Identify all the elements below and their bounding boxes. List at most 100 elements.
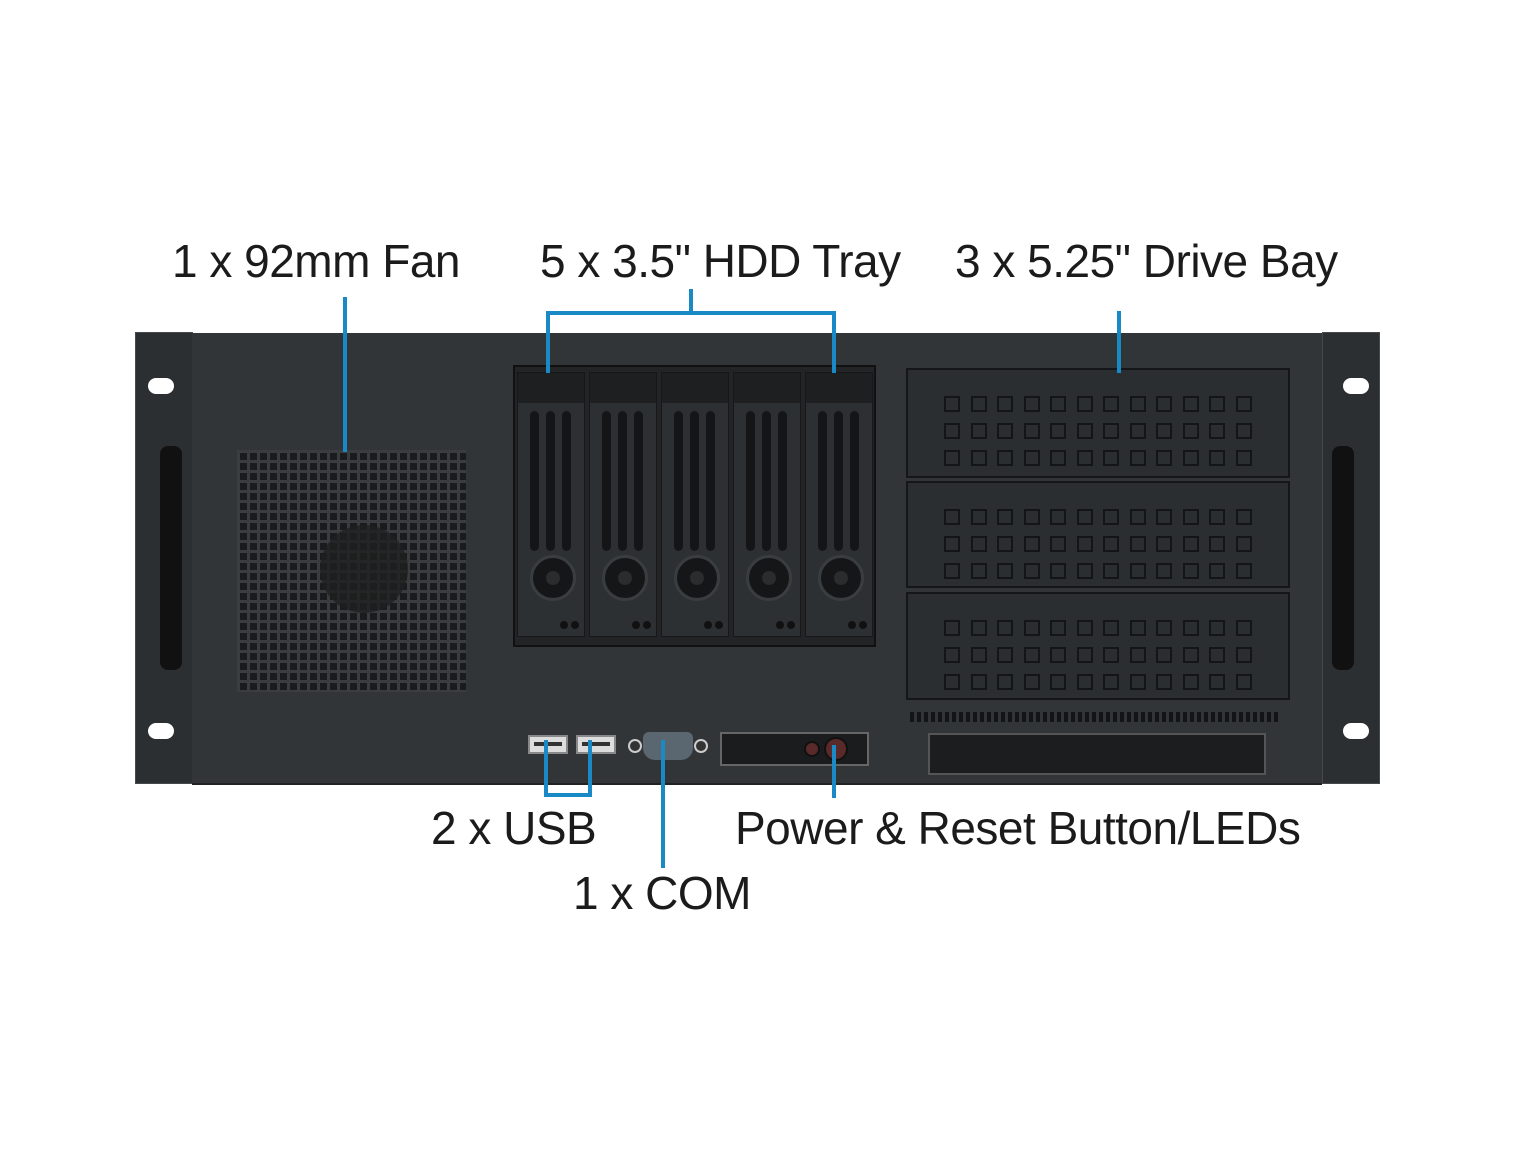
vent-hole [1182,423,1199,439]
tray-latch [590,373,656,403]
tray-knob[interactable] [746,555,792,601]
vent-hole [944,450,960,466]
vent-hole [970,674,987,690]
usb-port[interactable] [528,735,568,754]
vent-hole [1182,674,1199,690]
vent-hole [1023,450,1040,466]
vent-hole [944,396,960,412]
vent-hole [1103,450,1119,466]
left-rack-ear [135,332,193,784]
label-com: 1 x COM [573,867,751,919]
vent-hole [1129,536,1146,552]
tray-knob[interactable] [530,555,576,601]
tray-knob[interactable] [818,555,864,601]
vent-hole [1103,536,1119,552]
reset-button[interactable] [804,741,820,757]
vent-hole [1129,450,1146,466]
vent-hole [997,396,1013,412]
vent-hole [1050,674,1066,690]
label-hdd-tray: 5 x 3.5" HDD Tray [540,235,901,287]
hdd-tray[interactable] [805,372,873,637]
tray-vent [562,411,571,551]
vent-hole [1023,396,1040,412]
vent-hole [1103,647,1119,663]
label-usb: 2 x USB [431,802,597,854]
vent-hole [1209,620,1225,636]
vent-hole [1103,423,1119,439]
vent-hole [1209,509,1225,525]
vent-hole [1023,563,1040,579]
vent-hole [1156,396,1172,412]
vent-hole [1103,509,1119,525]
vent-hole [970,620,987,636]
vent-hole [1050,423,1066,439]
drive-bay-cover[interactable] [906,592,1290,700]
vent-hole [1076,423,1093,439]
vent-hole [1076,396,1093,412]
vent-hole [1209,396,1225,412]
vent [910,712,1278,722]
vent-hole [1023,509,1040,525]
vent-hole [1076,620,1093,636]
vent-hole [1209,536,1225,552]
vent-hole [1050,563,1066,579]
hdd-tray[interactable] [517,372,585,637]
vent-hole [1235,674,1252,690]
vent-hole [1156,450,1172,466]
com-port[interactable] [643,732,693,760]
vent-hole [1023,620,1040,636]
vent-hole [1209,450,1225,466]
tray-latch [734,373,800,403]
vent-hole [1050,536,1066,552]
power-button[interactable] [824,737,848,761]
vent-hole [997,620,1013,636]
vent-hole [970,423,987,439]
vent-hole [1235,396,1252,412]
vent-hole [1050,647,1066,663]
com-callout [661,740,665,868]
led-icon [787,621,795,629]
bay-callout [1117,311,1121,373]
vent-hole [1050,509,1066,525]
handle[interactable] [160,446,182,670]
drive-bay-cover[interactable] [906,368,1290,478]
hdd-tray[interactable] [733,372,801,637]
usb-port[interactable] [576,735,616,754]
led-icon [776,621,784,629]
led-icon [560,621,568,629]
hdd-tray[interactable] [589,372,657,637]
tray-latch [518,373,584,403]
tray-knob[interactable] [674,555,720,601]
vent-hole [1050,396,1066,412]
vent-hole [1129,396,1146,412]
handle[interactable] [1332,446,1354,670]
vent-hole [1076,509,1093,525]
vent-hole [1235,620,1252,636]
vent-hole [1129,509,1146,525]
drive-bay-cover[interactable] [906,481,1290,588]
label-drive-bay: 3 x 5.25" Drive Bay [955,235,1338,287]
usb-callout [588,740,592,797]
vent-hole [1156,423,1172,439]
led-icon [571,621,579,629]
vent-hole [1182,509,1199,525]
mount-hole [1343,378,1369,394]
vent-hole [1129,620,1146,636]
com-screw [694,739,708,753]
vent-hole [1050,450,1066,466]
vent-hole [997,509,1013,525]
vent-hole [1182,647,1199,663]
tray-knob[interactable] [602,555,648,601]
vent-hole [1182,396,1199,412]
power-callout [832,745,836,798]
vent-hole [1103,674,1119,690]
vent-hole [1023,423,1040,439]
mount-hole [148,378,174,394]
label-power-reset: Power & Reset Button/LEDs [735,802,1301,854]
hdd-tray[interactable] [661,372,729,637]
vent-hole [1235,509,1252,525]
tray-latch [806,373,872,403]
vent-hole [1050,620,1066,636]
vent-hole [1209,423,1225,439]
vent-hole [944,674,960,690]
